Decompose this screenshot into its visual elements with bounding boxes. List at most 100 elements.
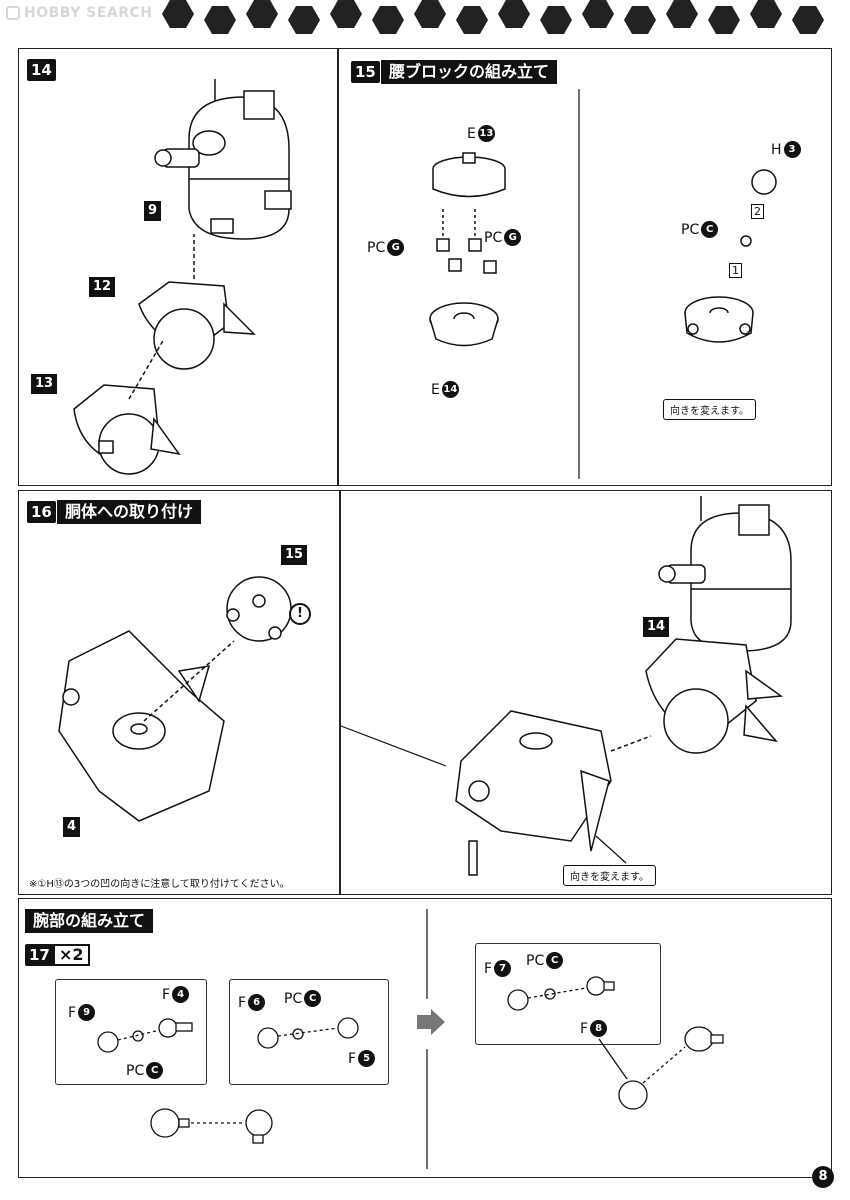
label-f8-badge: 8 — [590, 1020, 608, 1037]
ref-15-badge: 15 — [281, 545, 308, 565]
watermark-text: HOBBY SEARCH — [24, 5, 153, 21]
label-f4: F 4 — [162, 986, 190, 1003]
torso-assembly-illustration — [455, 710, 652, 876]
label-f6: F 6 — [238, 994, 266, 1011]
step-15-panel: 15 腰ブロックの組み立て E 13 PC G PC G — [338, 48, 832, 486]
label-pcc3-prefix: PC — [526, 952, 545, 969]
ball-joint-h3-illustration — [751, 169, 777, 195]
step-15-title: 腰ブロックの組み立て — [381, 60, 558, 84]
label-e13: E 13 — [467, 125, 495, 142]
label-f6-badge: 6 — [248, 994, 266, 1011]
label-f7-badge: 7 — [494, 960, 512, 977]
panel-divider-arm — [426, 909, 428, 1169]
label-e14-prefix: E — [431, 381, 440, 398]
step-16-panel-right: 14 向きを変えます。 — [340, 490, 832, 895]
part-12-label: 12 — [89, 277, 116, 297]
step-15-callout: 向きを変えます。 — [663, 399, 756, 420]
label-f7-prefix: F — [484, 960, 493, 977]
label-pcc-prefix: PC — [681, 221, 700, 238]
arrow-right-icon — [417, 1009, 445, 1035]
label-f8-prefix: F — [580, 1020, 589, 1037]
order-2-box: 2 — [751, 204, 764, 219]
multiplier-badge: ×2 — [53, 944, 90, 966]
watermark-logo-icon — [6, 6, 20, 20]
waist-block-13-illustration — [73, 338, 181, 475]
label-f5-badge: 5 — [358, 1050, 376, 1067]
label-f6-prefix: F — [238, 994, 247, 1011]
arm-subassembly-c: F 7 PC C F 8 — [475, 943, 661, 1045]
label-pcc2: PC C — [284, 990, 322, 1007]
arm-join-illustration — [150, 1108, 273, 1144]
ref-4-label: 4 — [63, 817, 81, 837]
ref-14-badge: 14 — [643, 617, 670, 637]
label-f4-badge: 4 — [172, 986, 190, 1003]
part-12-badge: 12 — [89, 277, 116, 297]
waist-assembly-15-illustration — [684, 296, 754, 343]
part-13-badge: 13 — [31, 374, 58, 394]
page-number: 8 — [812, 1166, 834, 1188]
step-14-number: 14 — [27, 59, 56, 81]
arm-subassembly-a: F 9 F 4 PC C — [55, 979, 207, 1085]
label-e14: E 14 — [431, 381, 459, 398]
step-16-panel-left: 16 胴体への取り付け 15 ! 4 ※①H⑬の3つの凹の向きに注意して取り付け… — [18, 490, 340, 895]
label-h3-badge: 3 — [783, 141, 801, 158]
hexagon-pattern-icon — [162, 0, 824, 34]
waist-cap-e13-illustration — [432, 152, 506, 198]
arm-final-illustration — [598, 1026, 724, 1110]
waist-assembly-illustration — [226, 576, 292, 642]
label-e13-badge: 13 — [477, 125, 495, 142]
label-pcc3: PC C — [526, 952, 564, 969]
label-f4-prefix: F — [162, 986, 171, 1003]
label-e14-badge: 14 — [441, 381, 459, 398]
label-h3-prefix: H — [771, 141, 782, 158]
waist-base-e14-illustration — [429, 302, 499, 347]
label-pcc1: PC C — [126, 1062, 164, 1079]
step-14-panel: 14 9 12 — [18, 48, 338, 486]
part-9-badge: 9 — [144, 201, 162, 221]
step-16-number: 16 — [27, 501, 56, 523]
arm-parts-a-illustration — [97, 1018, 193, 1053]
leader-lines — [340, 725, 627, 864]
label-pcc2-prefix: PC — [284, 990, 303, 1007]
arm-assembly-panel: 腕部の組み立て 17 ×2 F 9 F 4 PC C F 6 — [18, 898, 832, 1178]
warning-icon: ! — [289, 603, 311, 625]
step-15-number: 15 — [351, 61, 380, 83]
label-f7: F 7 — [484, 960, 512, 977]
label-pcg-right-badge: G — [504, 229, 522, 246]
label-pcg-left-prefix: PC — [367, 239, 386, 256]
label-pcg-right-prefix: PC — [484, 229, 503, 246]
label-h3: H 3 — [771, 141, 801, 158]
polycap-g-parts-illustration — [436, 209, 497, 274]
warning-mark: ! — [289, 603, 311, 625]
label-f9-prefix: F — [68, 1004, 77, 1021]
label-pcc1-badge: C — [146, 1062, 164, 1079]
header-bar: HOBBY SEARCH — [0, 0, 850, 34]
step-17-number: 17 — [25, 944, 54, 966]
label-f9: F 9 — [68, 1004, 96, 1021]
step-16-callout: 向きを変えます。 — [563, 865, 656, 886]
label-f5: F 5 — [348, 1050, 376, 1067]
label-pcc: PC C — [681, 221, 719, 238]
arm-subassembly-b: F 6 PC C F 5 — [229, 979, 389, 1085]
ref-4-badge: 4 — [63, 817, 81, 837]
label-pcg-left-badge: G — [387, 239, 405, 256]
label-f8: F 8 — [580, 1020, 608, 1037]
label-pcc1-prefix: PC — [126, 1062, 145, 1079]
step-16-title: 胴体への取り付け — [57, 500, 202, 524]
part-9-label: 9 — [144, 201, 162, 221]
label-f9-badge: 9 — [78, 1004, 96, 1021]
head-assembly-illustration — [154, 79, 292, 240]
part-13-label: 13 — [31, 374, 58, 394]
label-pcc2-badge: C — [304, 990, 322, 1007]
watermark: HOBBY SEARCH — [6, 5, 152, 21]
step-16-note: ※①H⑬の3つの凹の向きに注意して取り付けてください。 — [29, 879, 290, 890]
waist-blocks-illustration — [645, 638, 784, 754]
polycap-c-illustration — [740, 235, 752, 247]
label-pcc3-badge: C — [546, 952, 564, 969]
order-1-box: 1 — [729, 263, 742, 278]
ref-15-label: 15 — [281, 545, 308, 565]
label-pcg-right: PC G — [484, 229, 522, 246]
label-pcg-left: PC G — [367, 239, 405, 256]
arm-parts-b-illustration — [257, 1017, 359, 1049]
panel-divider — [578, 89, 580, 479]
